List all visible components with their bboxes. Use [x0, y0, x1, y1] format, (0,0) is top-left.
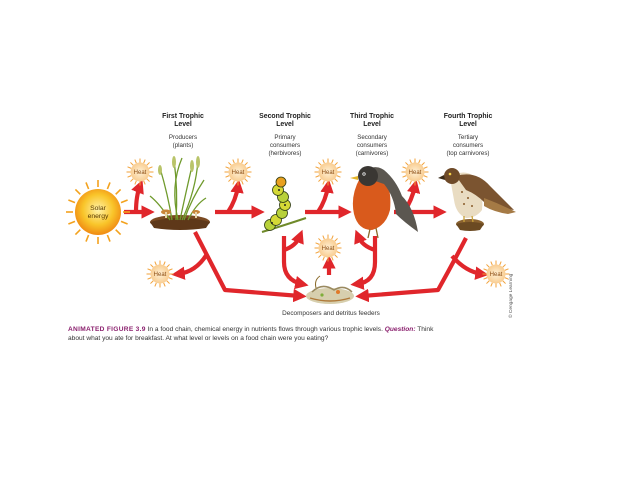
caption-text: In a food chain, chemical energy in nutr…	[147, 326, 383, 333]
credit-text: © Cengage Learning	[507, 273, 514, 318]
arrow-plants-to-heat	[226, 179, 244, 214]
level-title: Second Trophic	[259, 113, 311, 120]
heat-icon: Heat	[146, 260, 174, 288]
heat-icon: Heat	[401, 158, 429, 186]
level-description: Primary	[274, 134, 296, 141]
heat-label: Heat	[490, 272, 503, 278]
level-title: Level	[459, 121, 477, 128]
plant-icon	[149, 156, 210, 230]
arrow-carnivore-branch	[354, 229, 376, 253]
heat-label: Heat	[322, 170, 335, 176]
sun-label-line1: Solar	[90, 205, 107, 212]
level-title: Level	[363, 121, 381, 128]
level-description: Tertiary	[458, 134, 479, 141]
level-description: consumers	[270, 142, 300, 149]
arrow-carnivore-to-decomposers	[350, 236, 378, 290]
level-description: (carnivores)	[356, 150, 389, 157]
arrow-plants-branch-heat	[171, 252, 209, 280]
caption-question-text: Think about what you ate for breakfast. …	[68, 326, 434, 343]
heat-label: Heat	[154, 272, 167, 278]
level-title: Fourth Trophic	[444, 113, 493, 120]
level-title: First Trophic	[162, 113, 204, 120]
caterpillar-icon	[261, 176, 307, 233]
level-description: Producers	[169, 134, 197, 141]
heat-label: Heat	[322, 246, 335, 252]
heat-icon: Heat	[314, 158, 342, 186]
heat-label: Heat	[134, 170, 147, 176]
level-description: Secondary	[357, 134, 387, 141]
level-title: Third Trophic	[350, 113, 394, 120]
level-description: (herbivores)	[268, 150, 301, 157]
heat-icon: Heat	[224, 158, 252, 186]
level-title: Level	[174, 121, 192, 128]
level-description: (plants)	[173, 142, 194, 149]
figure-caption: ANIMATED FIGURE 3.9 In a food chain, che…	[68, 325, 448, 343]
arrow-herbivore-to-decomposers	[281, 236, 309, 290]
sun-label-line2: energy	[88, 213, 109, 220]
decomposer-icon	[306, 275, 354, 304]
heat-icon: Heat	[126, 158, 154, 186]
caption-question-label: Question:	[384, 326, 416, 333]
arrow-top-branch-heat	[450, 254, 489, 280]
heat-label: Heat	[409, 170, 422, 176]
decomposers-label: Decomposers and detritus feeders	[282, 310, 380, 317]
heat-icon: Heat	[482, 260, 510, 288]
level-description: (top carnivores)	[447, 150, 490, 157]
heat-label: Heat	[232, 170, 245, 176]
level-description: consumers	[453, 142, 483, 149]
level-description: consumers	[357, 142, 387, 149]
level-title: Level	[276, 121, 294, 128]
robin-icon	[350, 166, 418, 239]
caption-figure-label: ANIMATED FIGURE 3.9	[68, 326, 146, 333]
arrow-top-to-decomposers	[355, 237, 468, 303]
sun-icon	[66, 180, 130, 244]
arrow-herbivore-branch	[283, 229, 304, 252]
arrow-sun-to-heat	[131, 179, 144, 213]
heat-icon: Heat	[314, 234, 342, 262]
hawk-icon	[438, 168, 516, 231]
energy-flow-arrows	[124, 179, 489, 303]
arrow-plants-to-decomposers	[193, 231, 307, 303]
arrow-herbivore-to-heat	[316, 179, 334, 214]
